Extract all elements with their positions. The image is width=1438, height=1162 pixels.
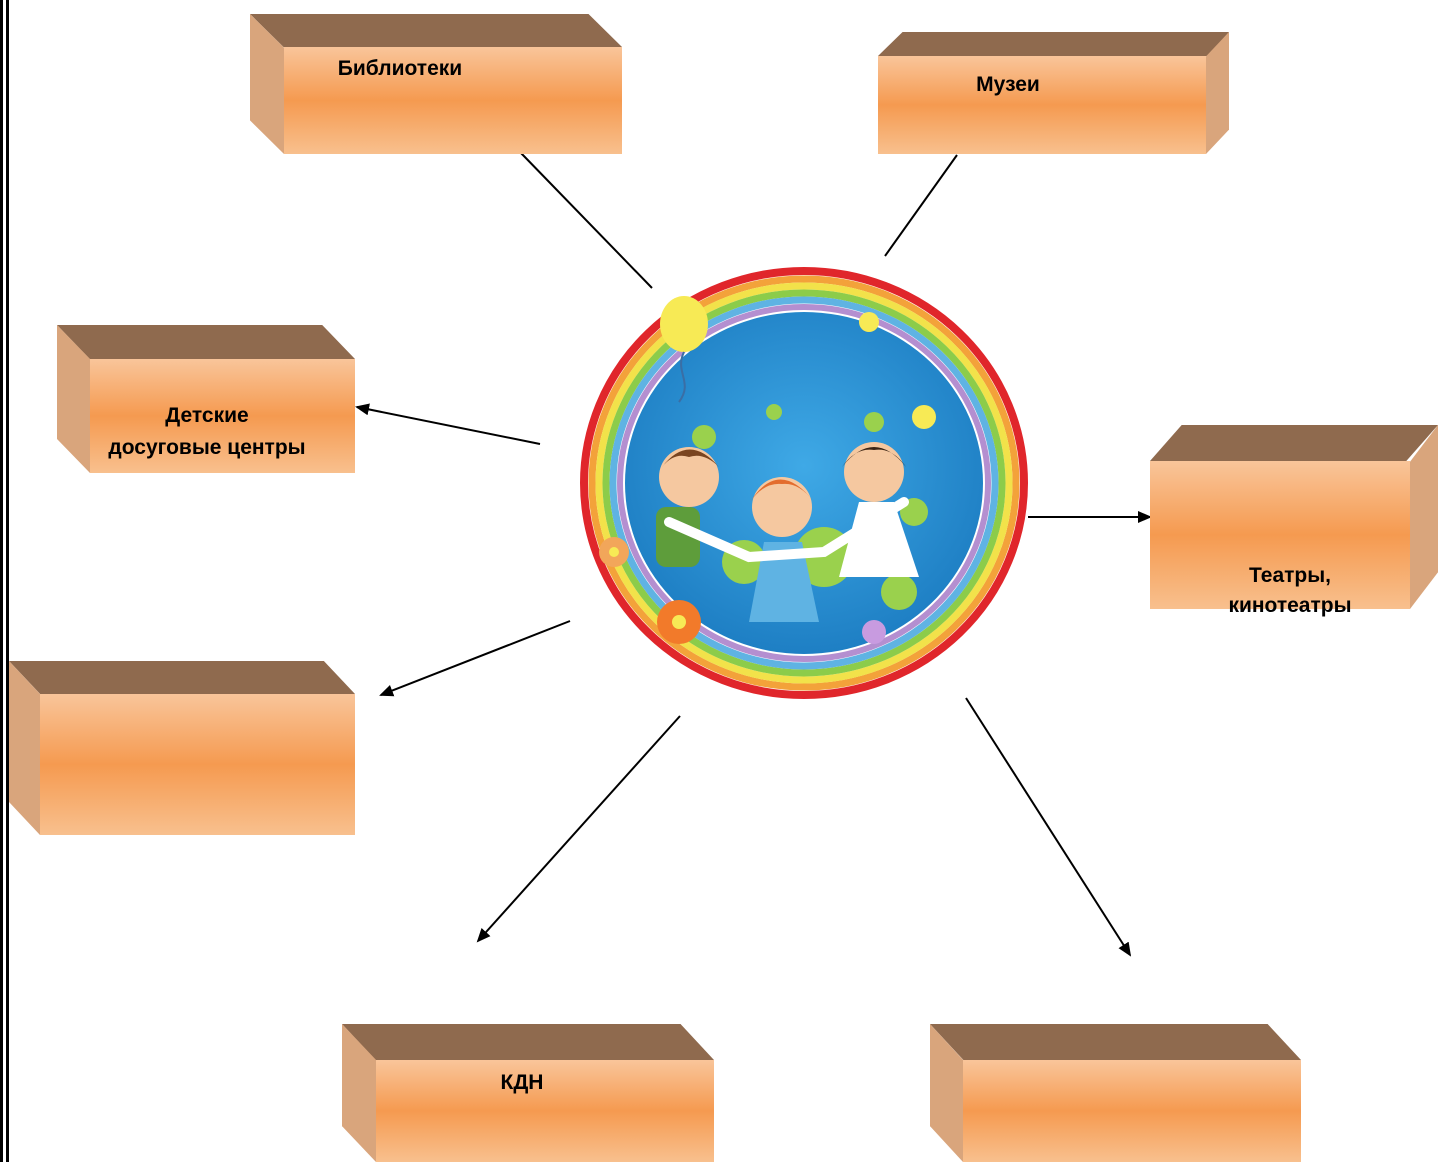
box-face <box>1150 461 1410 609</box>
node-label-line1: Детские <box>165 404 249 427</box>
node-museums: Музеи <box>878 32 1229 154</box>
node-label: КДН <box>500 1071 544 1094</box>
node-kdn: КДН <box>342 1024 714 1162</box>
children-rainbow-illustration <box>580 267 1028 699</box>
box-face <box>963 1060 1301 1162</box>
line-to-libraries <box>519 151 653 289</box>
box-top <box>9 661 355 694</box>
box-top <box>930 1024 1301 1060</box>
box-face <box>284 47 622 154</box>
box-side <box>9 661 40 835</box>
node-label-line2: досуговые центры <box>108 436 306 459</box>
page-left-border <box>0 0 9 1162</box>
arrow-to-kids-centers <box>355 403 541 445</box>
box-top <box>342 1024 714 1060</box>
arrow-to-kdn-area <box>476 715 681 943</box>
line-to-museums <box>884 154 958 257</box>
arrow-to-blank-right <box>965 697 1132 957</box>
node-blank-left <box>9 661 355 835</box>
box-face <box>376 1060 714 1162</box>
box-top <box>57 325 355 359</box>
node-label-line2: кинотеатры <box>1228 594 1352 617</box>
box-face <box>40 694 355 835</box>
node-blank-right <box>930 1024 1301 1162</box>
box-top <box>250 14 622 47</box>
node-kids-centers: Детские досуговые центры <box>57 325 355 473</box>
node-libraries: Библиотеки <box>250 14 622 154</box>
box-face <box>90 359 355 473</box>
box-side <box>1206 32 1229 154</box>
box-face <box>878 56 1206 154</box>
box-top <box>1150 425 1438 461</box>
node-label-line1: Театры, <box>1248 564 1332 587</box>
node-label: Библиотеки <box>337 57 463 80</box>
node-theatres: Театры, кинотеатры <box>1150 425 1438 617</box>
arrow-to-blank-left <box>379 620 571 697</box>
box-top <box>878 32 1229 56</box>
node-label: Музеи <box>976 73 1040 96</box>
box-side <box>1410 425 1438 609</box>
